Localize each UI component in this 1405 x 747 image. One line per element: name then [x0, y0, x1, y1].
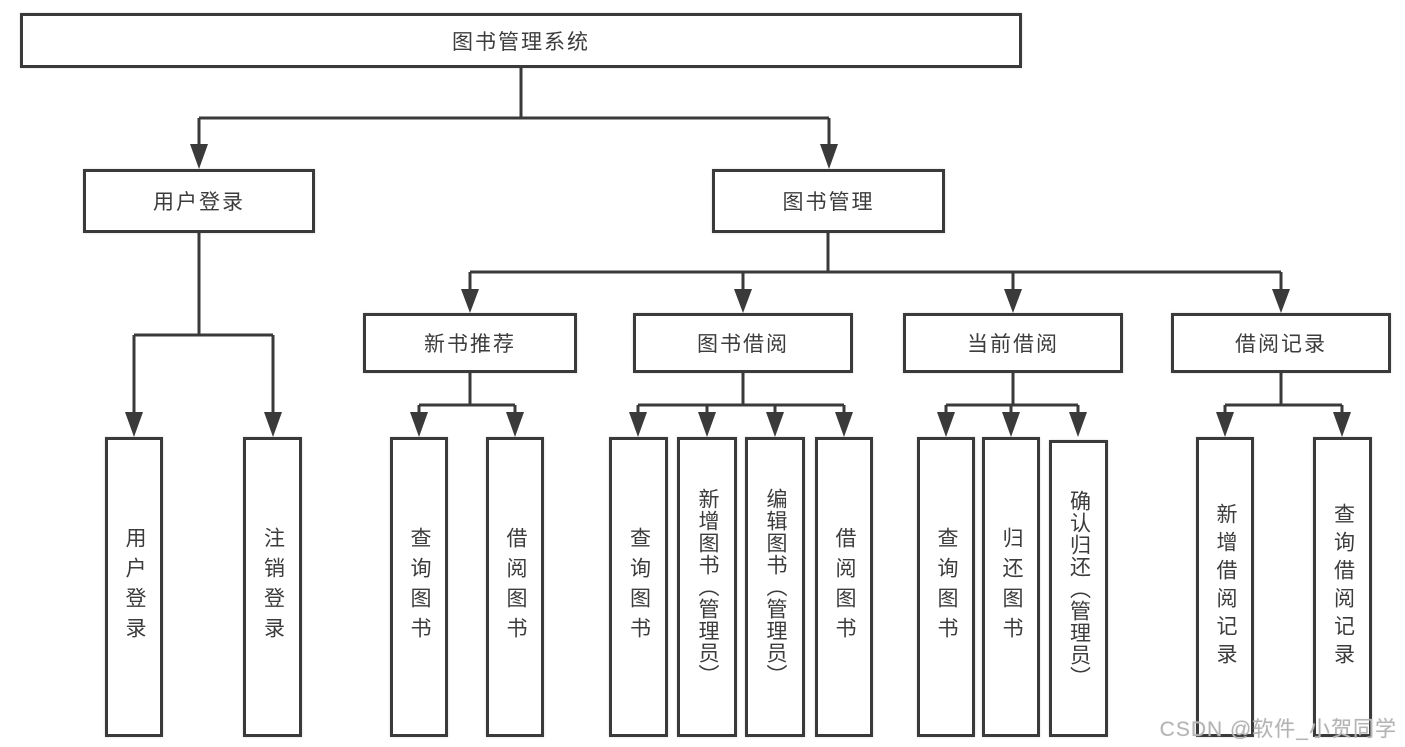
- leaf-query-borrow-record: 查询借阅记录: [1313, 437, 1372, 737]
- leaf-label: 新增借阅记录: [1214, 503, 1237, 671]
- leaf-add-books-admin: 新增图书（管理员）: [677, 437, 737, 737]
- leaf-return-books: 归还图书: [982, 437, 1040, 737]
- leaf-label: 借阅图书: [833, 527, 856, 647]
- node-book-management: 图书管理: [712, 169, 945, 233]
- node-current-borrowing: 当前借阅: [903, 313, 1123, 373]
- node-new-book-recommend: 新书推荐: [363, 313, 577, 373]
- leaf-label: 用户登录: [123, 527, 146, 647]
- leaf-borrow-books-2: 借阅图书: [815, 437, 873, 737]
- leaf-logout: 注销登录: [243, 437, 302, 737]
- leaf-label: 新增图书（管理员）: [696, 488, 719, 686]
- node-borrowing-records: 借阅记录: [1171, 313, 1391, 373]
- leaf-confirm-return-admin: 确认归还（管理员）: [1049, 440, 1108, 737]
- leaf-label: 查询图书: [627, 527, 651, 647]
- leaf-query-books-2: 查询图书: [609, 437, 668, 737]
- node-book-borrowing: 图书借阅: [633, 313, 853, 373]
- leaf-label: 查询图书: [935, 527, 958, 647]
- leaf-label: 编辑图书（管理员）: [764, 488, 787, 686]
- leaf-add-borrow-record: 新增借阅记录: [1196, 437, 1254, 737]
- leaf-label: 确认归还（管理员）: [1067, 489, 1091, 688]
- leaf-label: 注销登录: [261, 527, 285, 647]
- leaf-edit-books-admin: 编辑图书（管理员）: [745, 437, 805, 737]
- leaf-label: 查询图书: [408, 527, 431, 647]
- csdn-watermark: CSDN @软件_小贺同学: [1159, 718, 1397, 741]
- leaf-label: 借阅图书: [504, 527, 527, 647]
- leaf-query-books-3: 查询图书: [917, 437, 975, 737]
- leaf-label: 查询借阅记录: [1331, 503, 1355, 671]
- leaf-label: 归还图书: [1000, 527, 1023, 647]
- leaf-query-books-1: 查询图书: [390, 437, 448, 737]
- leaf-borrow-books-1: 借阅图书: [486, 437, 544, 737]
- node-library-management-system: 图书管理系统: [20, 13, 1022, 68]
- node-user-login: 用户登录: [83, 169, 315, 233]
- leaf-user-login: 用户登录: [105, 437, 163, 737]
